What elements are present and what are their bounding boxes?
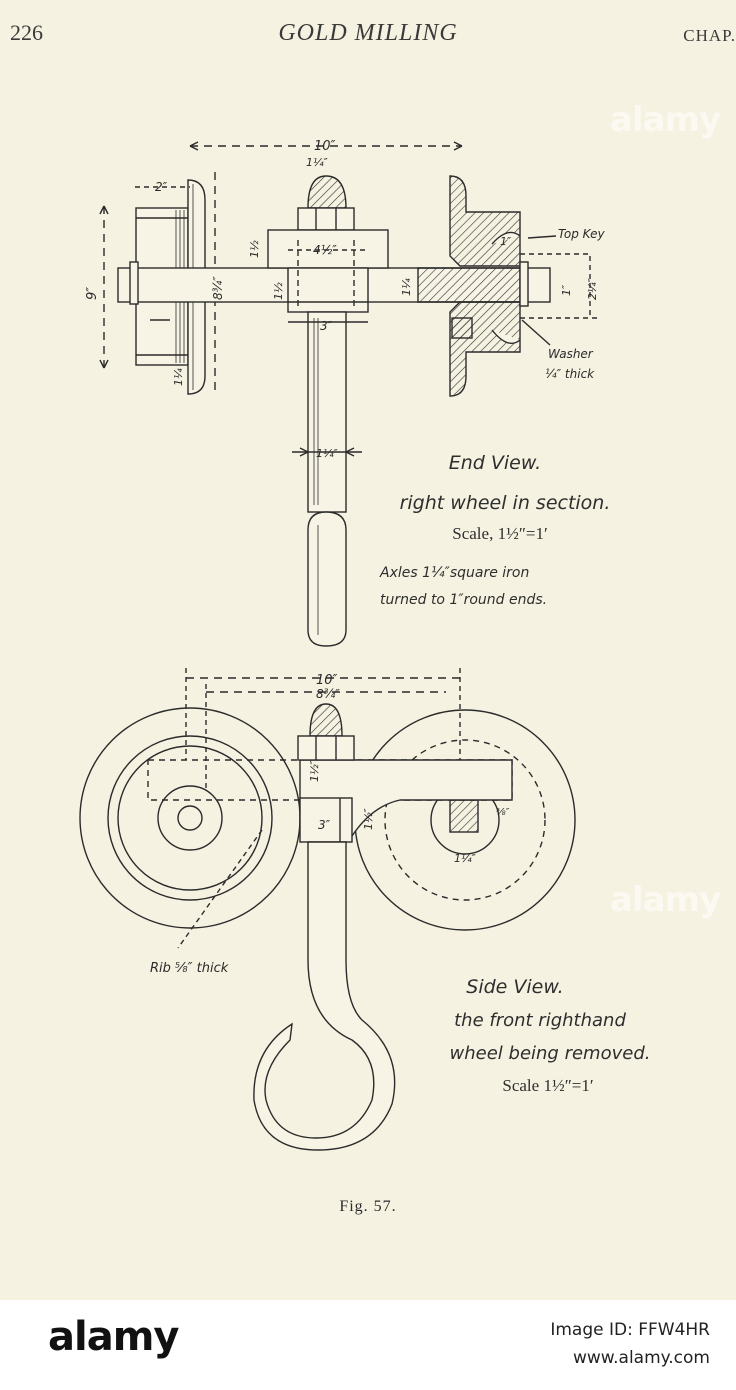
image-id: Image ID: FFW4HR xyxy=(550,1320,710,1340)
figure-label: Fig. 57. xyxy=(339,1198,397,1215)
svg-text:1½: 1½ xyxy=(248,240,261,258)
svg-text:2¼″: 2¼″ xyxy=(586,277,599,300)
running-title: GOLD MILLING xyxy=(278,20,458,46)
svg-text:3″: 3″ xyxy=(318,818,331,832)
side-view-scale: Scale 1½″=1′ xyxy=(502,1076,594,1095)
svg-text:1¼″: 1¼″ xyxy=(306,156,329,169)
svg-text:Washer: Washer xyxy=(548,347,594,361)
book-page: 226 GOLD MILLING CHAP. xyxy=(10,20,736,1215)
svg-text:1¼″: 1¼″ xyxy=(316,447,339,460)
svg-text:¼″ thick: ¼″ thick xyxy=(545,367,595,381)
svg-text:1″: 1″ xyxy=(560,284,573,296)
svg-text:9″: 9″ xyxy=(85,287,100,300)
svg-text:1″: 1″ xyxy=(500,235,512,248)
svg-text:2″: 2″ xyxy=(155,180,168,194)
svg-text:1½: 1½ xyxy=(272,282,285,300)
svg-text:Rib ⅝″ thick: Rib ⅝″ thick xyxy=(150,961,229,976)
stock-footer: alamy Image ID: FFW4HR www.alamy.com xyxy=(0,1300,736,1390)
page-number: 226 xyxy=(10,20,43,45)
svg-text:1½″: 1½″ xyxy=(362,807,375,830)
brand-logo: alamy xyxy=(48,1314,179,1360)
svg-text:10″: 10″ xyxy=(316,673,338,688)
side-view-title: Side View. xyxy=(466,976,564,998)
svg-text:Top Key: Top Key xyxy=(558,227,605,241)
dim-text: 10″ xyxy=(314,139,336,154)
svg-text:8¾″: 8¾″ xyxy=(316,687,340,701)
end-view-subtitle: right wheel in section. xyxy=(399,492,611,514)
svg-text:1¼: 1¼ xyxy=(400,278,413,296)
side-view-subtitle-2: wheel being removed. xyxy=(449,1043,651,1064)
svg-text:1½″: 1½″ xyxy=(308,759,321,782)
technical-drawing: 10″ 1¼″ 2″ 9″ 8¾″ 1½ 4½″ 1½ 3″ 1¼ 1″ 1″ … xyxy=(79,139,605,1151)
axle-note-line2: turned to 1″round ends. xyxy=(380,592,548,608)
watermark: alamy xyxy=(610,880,721,920)
site-url: www.alamy.com xyxy=(572,1348,710,1368)
svg-text:⅝″: ⅝″ xyxy=(496,807,510,818)
svg-text:3″: 3″ xyxy=(320,319,333,333)
chapter-label: CHAP. xyxy=(683,26,736,45)
side-view-subtitle-1: the front righthand xyxy=(454,1010,626,1031)
watermark: alamy xyxy=(610,100,721,140)
axle-note-line1: Axles 1¼″square iron xyxy=(380,565,530,581)
end-view-title: End View. xyxy=(448,452,542,474)
svg-text:1¼″: 1¼″ xyxy=(454,852,477,865)
end-view-drawing: 10″ 1¼″ 2″ 9″ 8¾″ 1½ 4½″ 1½ 3″ 1¼ 1″ 1″ … xyxy=(85,139,605,647)
svg-text:8¾″: 8¾″ xyxy=(211,276,225,300)
side-view-drawing: 10″ 8¾″ 1½″ 3″ 1½″ ⅝″ 1¼″ Rib ⅝″ thick xyxy=(79,668,576,1151)
svg-text:1¼: 1¼ xyxy=(172,368,185,386)
svg-text:4½″: 4½″ xyxy=(313,243,337,257)
end-view-scale: Scale, 1½″=1′ xyxy=(452,524,548,543)
